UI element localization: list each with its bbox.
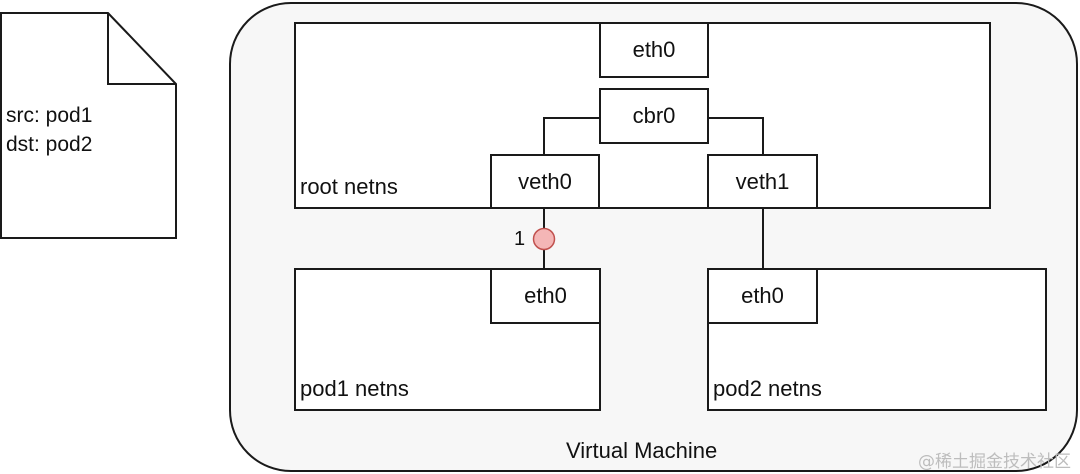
pod1-eth0-box: eth0 bbox=[490, 268, 601, 324]
virtual-machine-label: Virtual Machine bbox=[566, 438, 718, 463]
pod1-netns-label: pod1 netns bbox=[300, 376, 409, 401]
packet-dst: dst: pod2 bbox=[6, 133, 93, 156]
root-eth0-box: eth0 bbox=[599, 22, 709, 78]
veth1-box: veth1 bbox=[707, 154, 818, 209]
cbr0-bridge-box: cbr0 bbox=[599, 88, 709, 144]
watermark-text: @稀土掘金技术社区 bbox=[918, 452, 1071, 472]
root-netns-label: root netns bbox=[300, 174, 398, 199]
packet-step-number: 1 bbox=[514, 228, 526, 250]
packet-document-icon bbox=[0, 12, 177, 239]
packet-marker-circle bbox=[532, 227, 556, 251]
packet-src: src: pod1 bbox=[6, 104, 93, 127]
veth0-box: veth0 bbox=[490, 154, 600, 209]
pod2-eth0-box: eth0 bbox=[707, 268, 818, 324]
pod2-netns-label: pod2 netns bbox=[713, 376, 822, 401]
packet-header-text: src: pod1 dst: pod2 bbox=[6, 101, 92, 159]
